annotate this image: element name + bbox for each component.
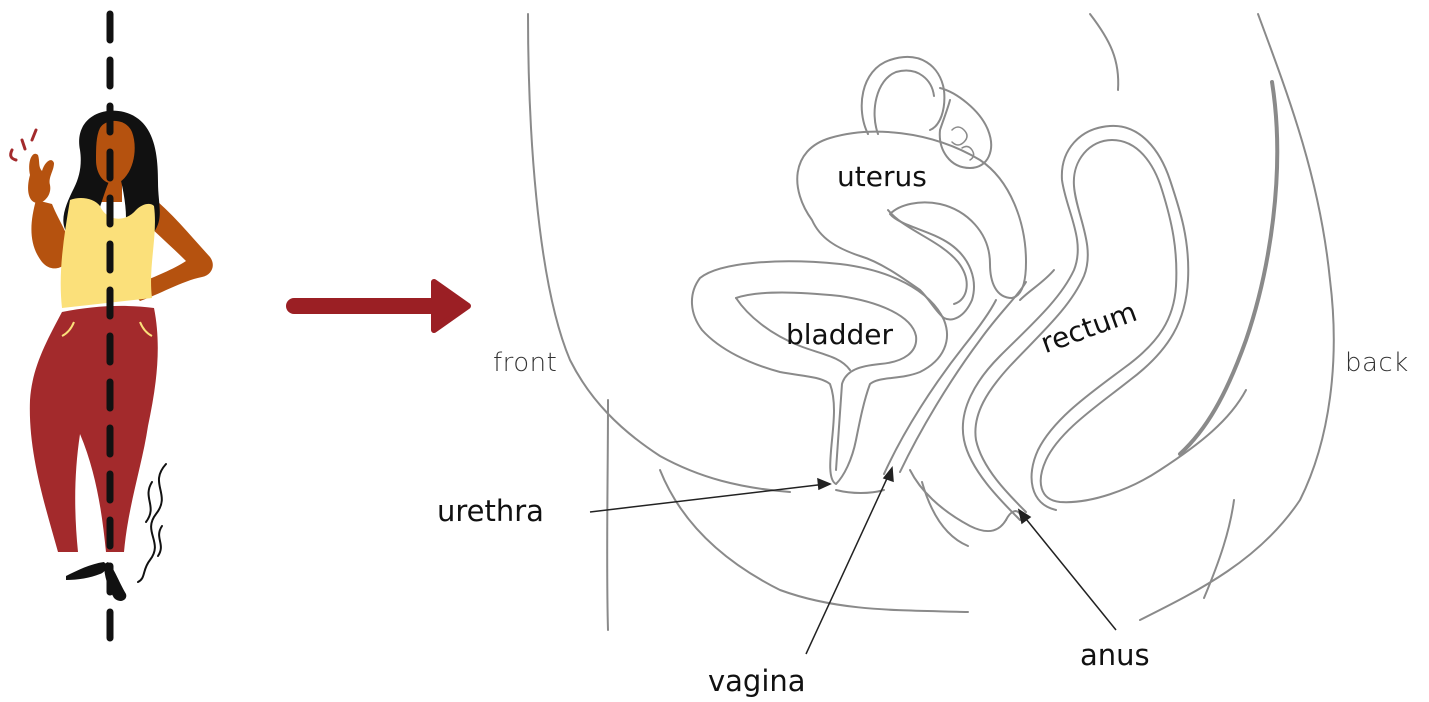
bladder-label: bladder	[786, 318, 893, 351]
raised-hand	[28, 154, 54, 203]
direction-arrow	[294, 282, 468, 330]
anus-pointer	[1022, 514, 1116, 630]
snap-lines	[11, 130, 36, 160]
urethra-pointer	[590, 484, 826, 512]
anatomy-cross-section	[528, 14, 1334, 630]
vagina-pointer	[806, 472, 890, 654]
uterus-label: uterus	[837, 160, 927, 193]
left-shoe	[66, 562, 106, 580]
ovary	[940, 88, 991, 168]
urethra-label: urethra	[437, 494, 544, 528]
body-outline-front	[528, 14, 790, 492]
front-label: front	[493, 348, 557, 378]
pants	[30, 306, 158, 552]
vagina-canal	[900, 282, 1026, 472]
anus-label: anus	[1080, 638, 1150, 672]
back-label: back	[1345, 348, 1409, 378]
odor-squiggles	[138, 464, 166, 582]
woman-figure	[11, 14, 213, 646]
vagina-label: vagina	[708, 664, 806, 698]
